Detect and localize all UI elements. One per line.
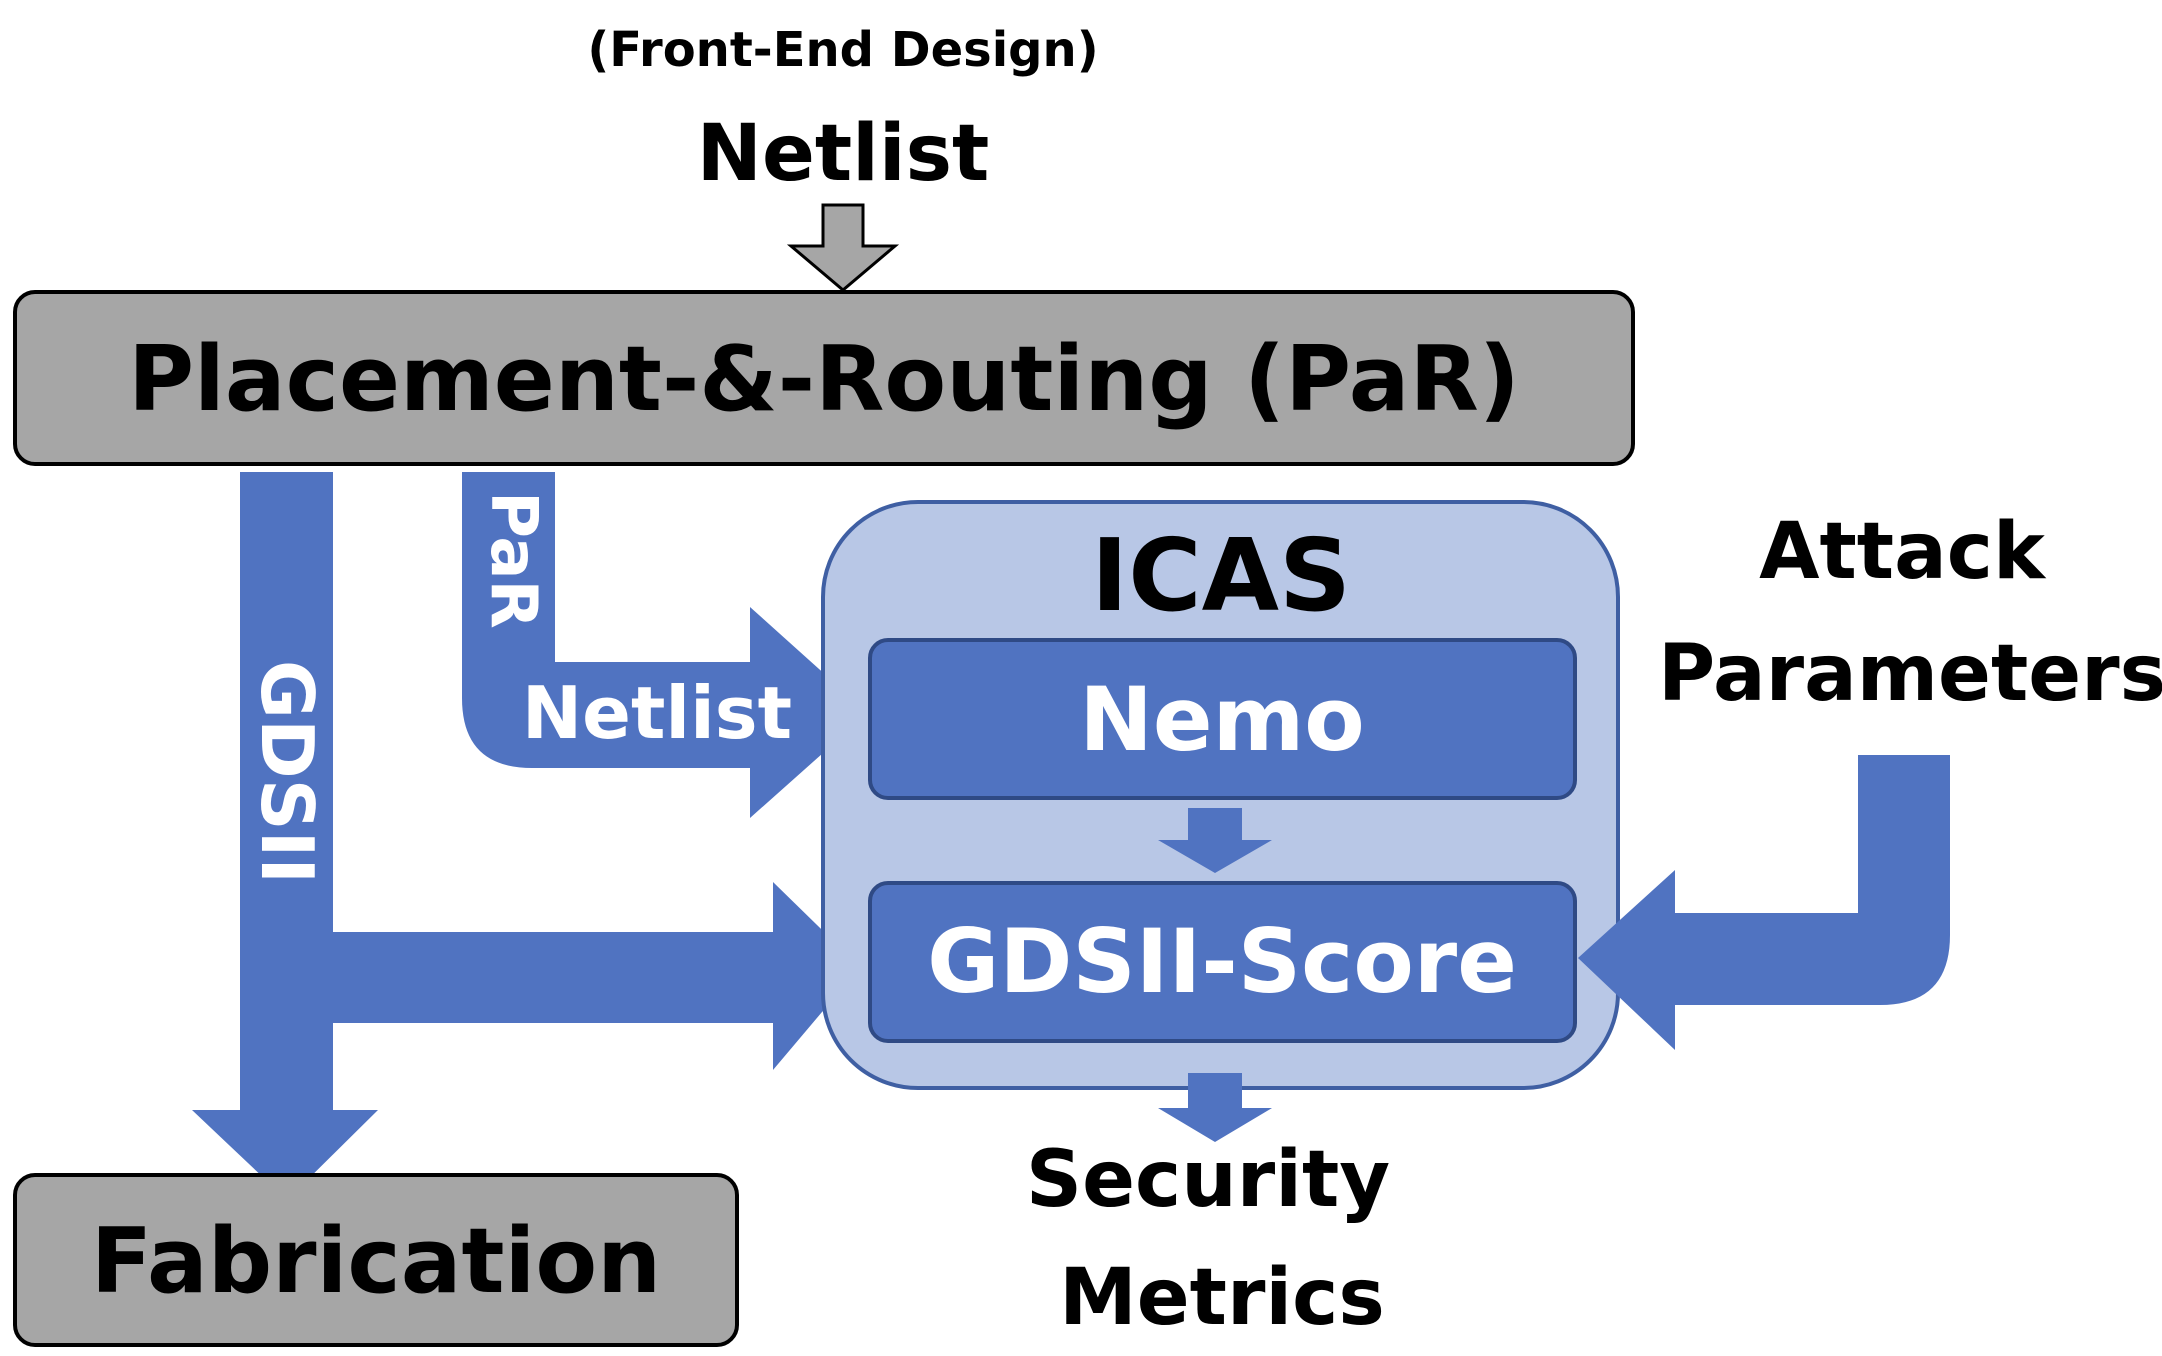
attack-label-line1: Attack [1759, 507, 2047, 597]
par-box [13, 290, 1635, 466]
fabrication-box [13, 1173, 739, 1347]
gdsii-score-box [868, 881, 1577, 1043]
nemo-box [868, 638, 1577, 800]
icas-title: ICAS [1091, 517, 1351, 634]
netlist-input-arrow [786, 203, 900, 292]
nemo-label: Nemo [1079, 668, 1364, 771]
gdsii-score-label: GDSII-Score [927, 910, 1517, 1013]
par-box-label: Placement-&-Routing (PaR) [128, 327, 1520, 432]
par-netlist-label: Netlist [522, 671, 792, 755]
gdsii-vertical-label: GDSII [245, 660, 329, 884]
security-label-line1: Security [1026, 1135, 1390, 1225]
par-vertical-label: PaR [476, 491, 550, 629]
front-end-design-note: (Front-End Design) [587, 22, 1098, 78]
par-netlist-flow-arrow [462, 472, 868, 818]
security-metrics-arrow [1158, 1073, 1272, 1142]
gdsii-branch-arrow [333, 882, 860, 1070]
attack-parameters-arrow [1578, 755, 1950, 1050]
gdsii-flow-arrow [192, 472, 378, 1200]
netlist-input-label: Netlist [697, 109, 990, 199]
security-label-line2: Metrics [1059, 1253, 1385, 1343]
fabrication-label: Fabrication [91, 1209, 661, 1314]
attack-label-line2: Parameters [1658, 629, 2162, 719]
nemo-to-score-arrow [1158, 808, 1272, 873]
